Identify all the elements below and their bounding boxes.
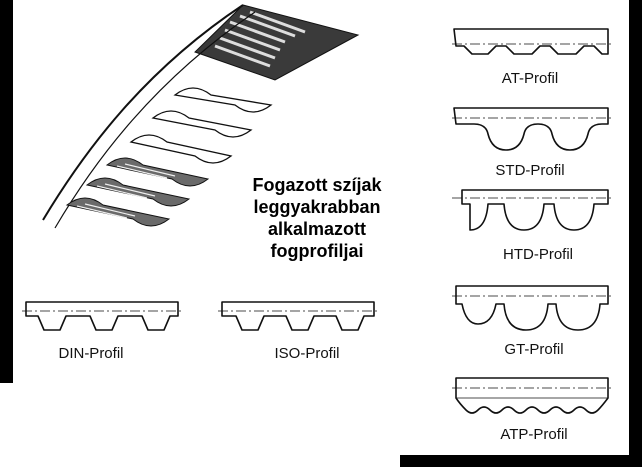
title-line-3: alkalmazott: [267, 219, 367, 239]
htd-profile-label: HTD-Profil: [503, 246, 573, 263]
at-profile-label: AT-Profil: [501, 70, 559, 87]
title-line-2: leggyakrabban: [253, 197, 381, 217]
iso-profile-drawing: [218, 301, 378, 331]
lower-left-panel: [0, 383, 400, 467]
gt-profile-drawing: [452, 285, 612, 331]
main-panel: [13, 0, 629, 455]
belt-illustration: [42, 4, 360, 229]
din-profile-label: DIN-Profil: [58, 345, 124, 362]
gt-profile-label: GT-Profil: [504, 341, 564, 358]
iso-profile-label: ISO-Profil: [274, 345, 340, 362]
diagram-title: Fogazott szíjak leggyakrabban alkalmazot…: [232, 174, 402, 262]
std-profile-label: STD-Profil: [495, 162, 565, 179]
std-profile-drawing: [452, 107, 612, 151]
din-profile-drawing: [22, 301, 182, 331]
title-line-4: fogprofiljai: [270, 241, 364, 261]
title-line-1: Fogazott szíjak: [252, 175, 382, 195]
atp-profile-drawing: [452, 377, 612, 414]
htd-profile-drawing: [452, 189, 612, 231]
at-profile-drawing: [452, 28, 612, 55]
atp-profile-label: ATP-Profil: [500, 426, 568, 443]
